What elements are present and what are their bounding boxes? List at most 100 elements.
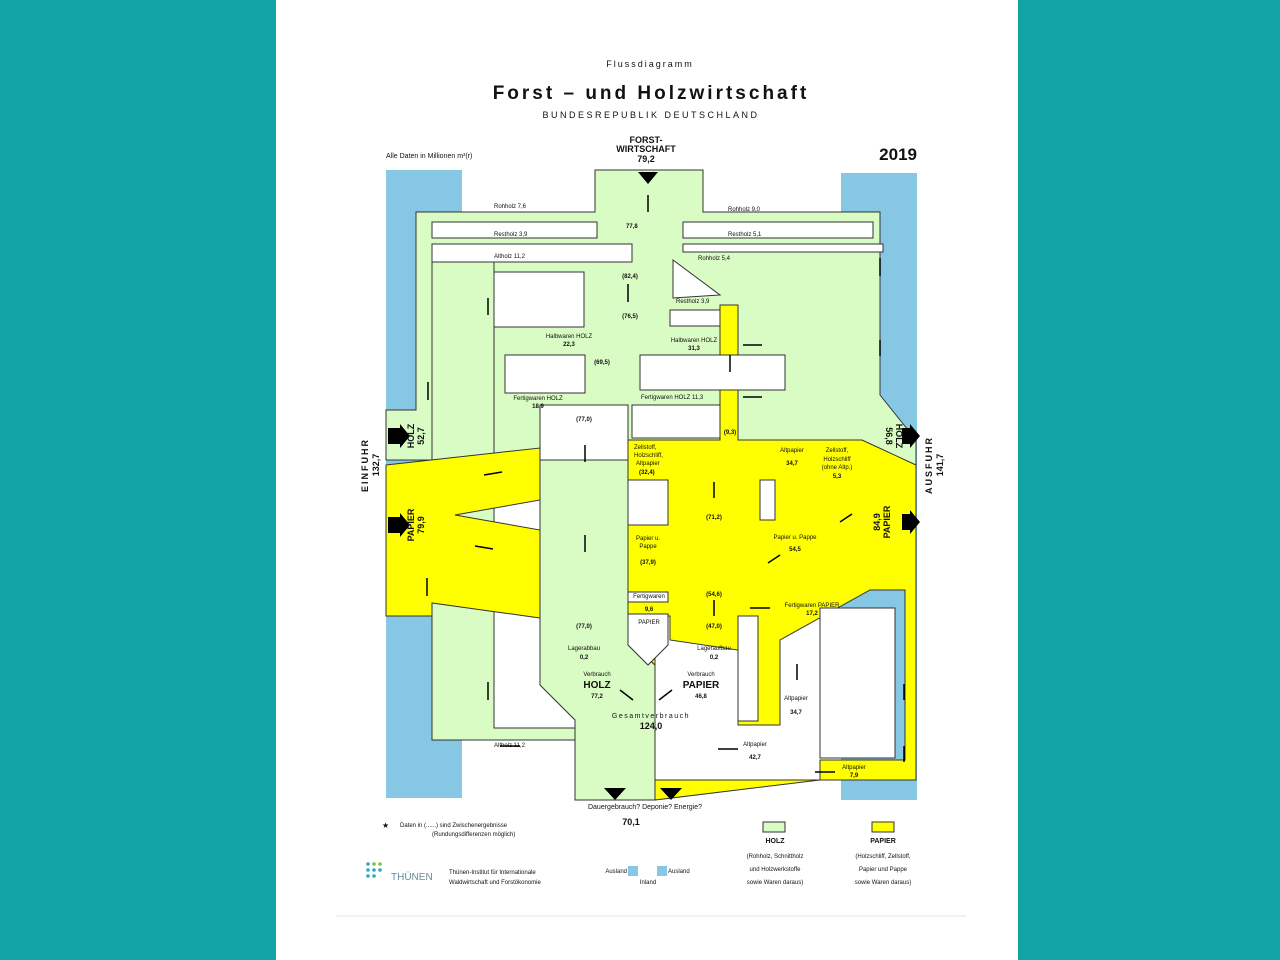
flow-value: 18,9 bbox=[532, 404, 544, 410]
holz-swatch bbox=[762, 821, 786, 833]
flow-value: (82,4) bbox=[622, 274, 638, 280]
flow-label: Zellstoff, bbox=[826, 448, 849, 454]
page-title: Forst – und Holzwirtschaft bbox=[493, 83, 810, 104]
side-labels: EINFUHR 132,7 AUSFUHR 141,7 HOLZ 52,7 PA… bbox=[360, 423, 945, 541]
institute-name: Waldwirtschaft und Forstökonomie bbox=[449, 880, 541, 886]
legend-holz: HOLZ bbox=[765, 838, 785, 845]
flow-arrows bbox=[388, 172, 920, 800]
flow-label: Halbwaren HOLZ bbox=[546, 334, 593, 340]
import-value: 132,7 bbox=[371, 454, 381, 477]
flow-value: 77,2 bbox=[591, 694, 603, 700]
import-label: EINFUHR bbox=[360, 438, 370, 492]
flow-label: Verbrauch bbox=[687, 672, 714, 678]
flow-value: (9,3) bbox=[724, 430, 736, 436]
flow-label: Altpapier bbox=[780, 448, 804, 454]
import-holz-label: HOLZ bbox=[406, 423, 416, 448]
arrow-right-icon bbox=[388, 424, 410, 448]
flow-label: Papier u. bbox=[636, 536, 660, 542]
ausland-swatch bbox=[657, 866, 667, 876]
flow-label: Altpapier bbox=[784, 696, 808, 702]
flow-label: Altpapier bbox=[636, 461, 660, 467]
flow-label: Pappe bbox=[639, 544, 657, 550]
flow-value: 9,6 bbox=[645, 607, 654, 613]
flow-label: Halbwaren HOLZ bbox=[671, 338, 718, 344]
legend-papier: PAPIER bbox=[870, 838, 896, 845]
flow-value: 31,3 bbox=[688, 346, 700, 352]
export-papier-label: PAPIER bbox=[882, 505, 892, 538]
institute-name: Thünen-Institut für Internationale bbox=[449, 870, 536, 876]
flow-value: 0,2 bbox=[710, 655, 719, 661]
total-consumption-value: 124,0 bbox=[640, 721, 663, 731]
subtitle: BUNDESREPUBLIK DEUTSCHLAND bbox=[542, 110, 759, 120]
year: 2019 bbox=[879, 145, 917, 164]
flow-label: Rohholz 9,0 bbox=[728, 207, 761, 213]
flow-label: Holzschliff bbox=[823, 457, 851, 463]
flow-label: Verbrauch bbox=[583, 672, 610, 678]
flow-label: Altholz 11,2 bbox=[494, 254, 526, 260]
import-papier-label: PAPIER bbox=[406, 508, 416, 541]
consumption-holz-label: HOLZ bbox=[583, 680, 610, 691]
flow-value: (32,4) bbox=[639, 470, 655, 476]
flow-label: Restholz 3,9 bbox=[676, 299, 710, 305]
papier-import bbox=[385, 447, 541, 619]
flow-value: (77,0) bbox=[576, 624, 592, 630]
consumption-papier-label: PAPIER bbox=[683, 680, 720, 691]
flow-value: 34,7 bbox=[790, 710, 802, 716]
flow-value: 46,8 bbox=[695, 694, 707, 700]
legend-desc: (Holzschliff, Zellstoff, bbox=[855, 854, 910, 860]
flow-value: 42,7 bbox=[749, 755, 761, 761]
flow-value: 17,2 bbox=[806, 611, 818, 617]
hole-boxes bbox=[431, 221, 896, 759]
arrow-down-icon bbox=[638, 172, 658, 184]
flow-label: Fertigwaren PAPIER bbox=[785, 603, 841, 609]
sink-value: 70,1 bbox=[622, 817, 640, 827]
source-label: FORST- bbox=[630, 135, 663, 145]
legend-note: (Rundungsdifferenzen möglich) bbox=[432, 832, 515, 838]
ausland-swatch bbox=[628, 866, 638, 876]
legend-ausland: Ausland bbox=[668, 869, 690, 875]
flow-label: Lageraufbau bbox=[697, 646, 731, 652]
flow-label: Fertigwaren HOLZ 11,3 bbox=[641, 395, 704, 401]
arrow-right-icon bbox=[902, 510, 920, 534]
papier-swatch bbox=[871, 821, 895, 833]
arrow-right-icon bbox=[388, 513, 410, 537]
flow-value: 22,3 bbox=[563, 342, 575, 348]
flow-value: 5,3 bbox=[833, 474, 842, 480]
flow-label: Fertigwaren HOLZ bbox=[513, 396, 563, 402]
flow-label: Altpapier bbox=[842, 765, 866, 771]
legend-desc: (Rohholz, Schnittholz bbox=[747, 854, 804, 860]
import-holz-value: 52,7 bbox=[416, 427, 426, 445]
flow-label: Restholz 3,9 bbox=[494, 232, 528, 238]
flow-value: (37,9) bbox=[640, 560, 656, 566]
legend-inland: Inland bbox=[640, 880, 656, 886]
flow-label: Restholz 5,1 bbox=[728, 232, 762, 238]
flow-label: Papier u. Pappe bbox=[773, 535, 817, 541]
flow-label: Rohholz 5,4 bbox=[698, 256, 731, 262]
flow-label: Lagerabbau bbox=[568, 646, 600, 652]
import-papier-value: 79,9 bbox=[416, 516, 426, 534]
export-holz-value: 56,8 bbox=[884, 427, 894, 445]
flow-label: Altholz 11,2 bbox=[494, 743, 526, 749]
thuenen-logo-icon bbox=[366, 862, 382, 878]
flow-value: 54,5 bbox=[789, 547, 801, 553]
legend-desc: Papier und Pappe bbox=[859, 867, 908, 873]
flow-label: PAPIER bbox=[638, 620, 660, 626]
flow-value: (47,0) bbox=[706, 624, 722, 630]
legend-note: Daten in (......) sind Zwischenergebniss… bbox=[400, 823, 508, 829]
export-label: AUSFUHR bbox=[924, 436, 934, 494]
flow-value: 34,7 bbox=[786, 461, 798, 467]
arrow-down-icon bbox=[604, 788, 626, 800]
source-label: WIRTSCHAFT bbox=[616, 144, 676, 154]
arrow-right-icon bbox=[902, 424, 920, 448]
flow-label: Rohholz 7,6 bbox=[494, 204, 527, 210]
flow-label: Fertigwaren bbox=[633, 594, 665, 600]
legend: ★ Daten in (......) sind Zwischenergebni… bbox=[366, 821, 911, 886]
export-value: 141,7 bbox=[935, 454, 945, 477]
flow-label: Zellstoff, bbox=[634, 445, 657, 451]
small-arrows bbox=[426, 195, 905, 773]
total-consumption-label: Gesamtverbrauch bbox=[612, 713, 690, 720]
flow-value: (76,5) bbox=[622, 314, 638, 320]
flow-value: (77,0) bbox=[576, 417, 592, 423]
flow-labels: Rohholz 7,6 Restholz 3,9 Altholz 11,2 Ro… bbox=[494, 204, 866, 827]
